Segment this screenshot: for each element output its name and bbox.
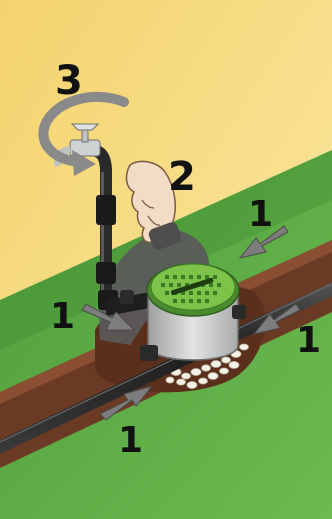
step-1-label-bottom: 1 — [118, 420, 143, 461]
step-3-label: 3 — [55, 58, 83, 104]
step-2-label: 2 — [168, 154, 196, 200]
step-1-label-right: 1 — [296, 320, 321, 361]
step-1-label-top-right: 1 — [248, 194, 273, 235]
step-1-label-left: 1 — [50, 296, 75, 337]
